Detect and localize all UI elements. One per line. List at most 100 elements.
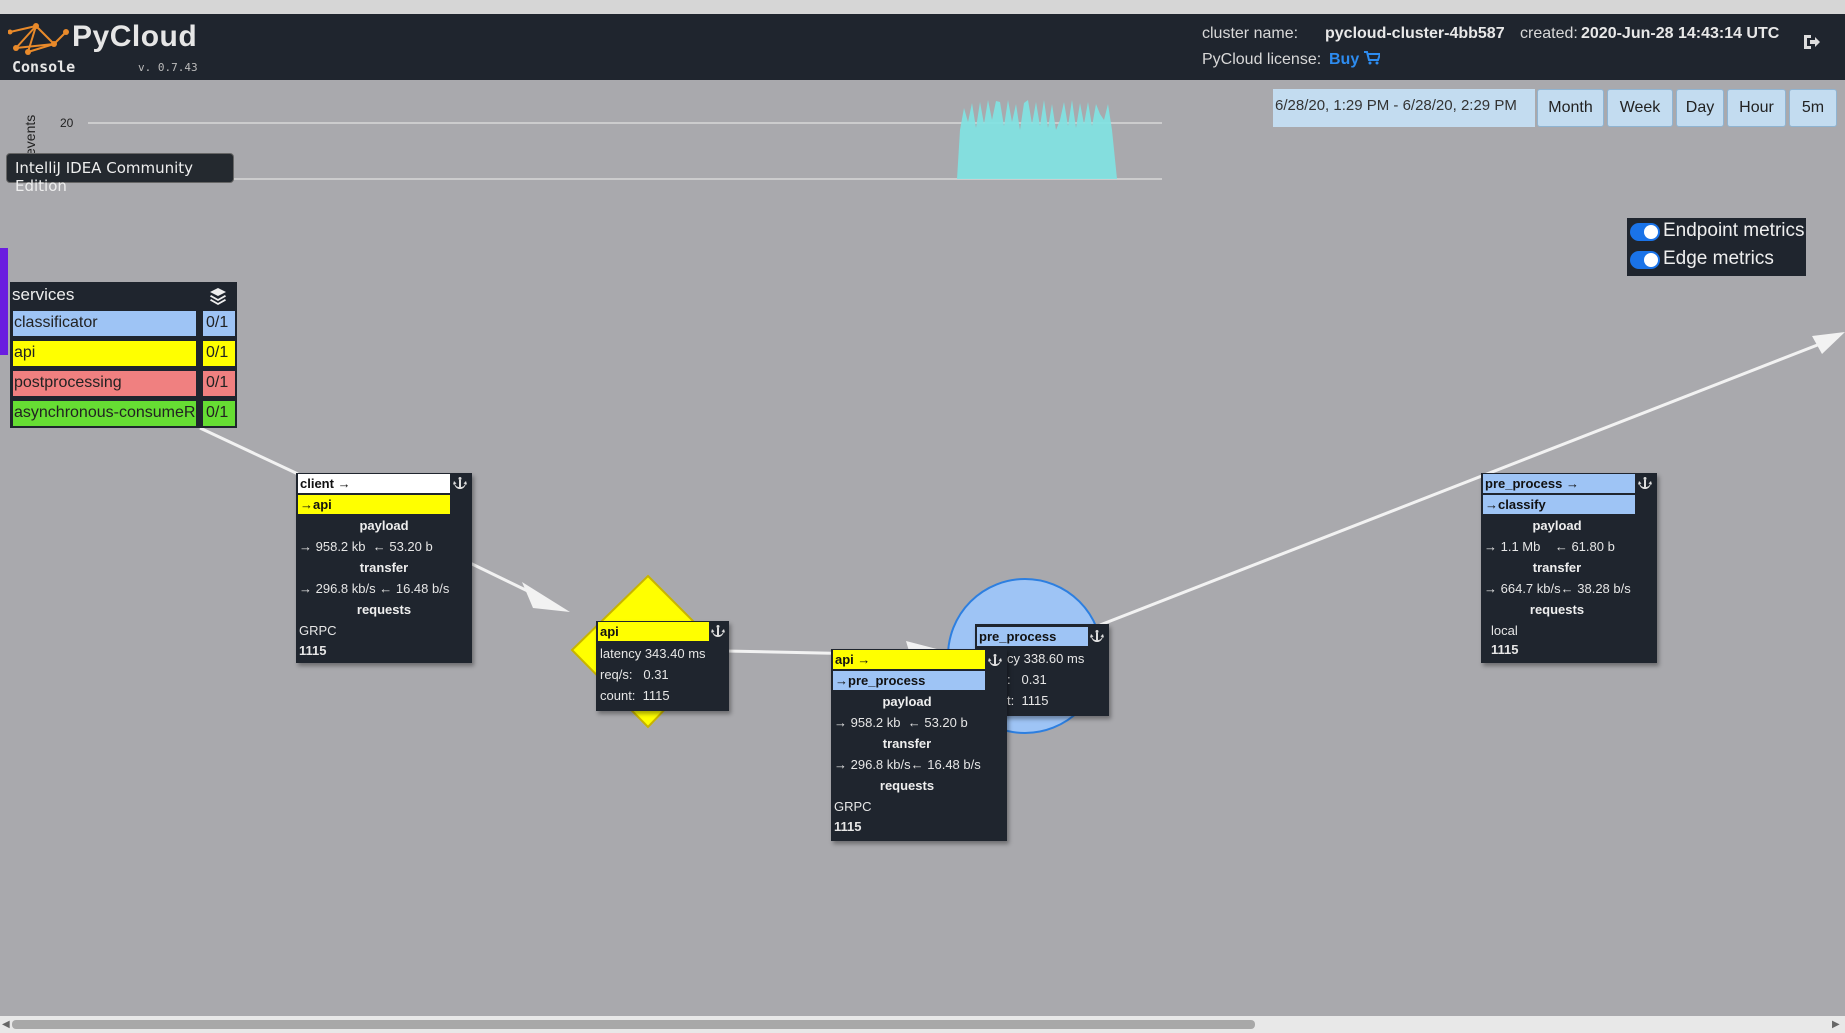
- edge-to-label: →api: [298, 495, 450, 514]
- services-accent-bar: [0, 248, 8, 355]
- edge-line-pre-classify: [1099, 335, 1839, 627]
- edge-from-label: api →: [833, 650, 985, 669]
- protocol-label: GRPC: [834, 799, 872, 814]
- request-count: 1115: [299, 643, 327, 658]
- app-version: v. 0.7.43: [138, 61, 198, 74]
- pycloud-logo-icon: [8, 23, 69, 55]
- service-row-asynchronous-consumer[interactable]: asynchronous-consumeR 0/1: [13, 401, 235, 426]
- reqs-row: : 0.31: [1007, 672, 1047, 687]
- reqs-row: req/s: 0.31: [600, 667, 669, 682]
- protocol-label: GRPC: [299, 623, 337, 638]
- transfer-values: → 296.8 kb/s ← 16.48 b/s: [299, 581, 450, 596]
- edge-from-label: client →: [298, 474, 450, 493]
- request-count: 1115: [834, 819, 862, 834]
- service-count: 0/1: [203, 371, 235, 396]
- horizontal-scrollbar-thumb[interactable]: [12, 1020, 1255, 1029]
- endpoint-metrics-label: Endpoint metrics: [1663, 220, 1805, 241]
- service-row-classificator[interactable]: classificator 0/1: [13, 311, 235, 336]
- requests-heading: requests: [1529, 602, 1585, 617]
- edge-metrics-label: Edge metrics: [1663, 248, 1774, 269]
- service-row-postprocessing[interactable]: postprocessing 0/1: [13, 371, 235, 396]
- service-count: 0/1: [203, 401, 235, 426]
- request-count: 1115: [1491, 642, 1519, 657]
- cart-icon: [1363, 51, 1382, 65]
- transfer-values: → 296.8 kb/s← 16.48 b/s: [834, 757, 981, 772]
- payload-heading: payload: [1532, 518, 1582, 533]
- transfer-heading: transfer: [1532, 560, 1582, 575]
- anchor-icon[interactable]: [452, 475, 468, 491]
- service-count: 0/1: [203, 341, 235, 366]
- payload-heading: payload: [359, 518, 409, 533]
- node-name-label: api: [598, 622, 709, 641]
- payload-values: → 958.2 kb ← 53.20 b: [299, 539, 433, 554]
- count-row: count: 1115: [600, 688, 670, 703]
- service-name: postprocessing: [13, 371, 196, 396]
- edge-to-label: →pre_process: [833, 671, 985, 690]
- anchor-icon[interactable]: [987, 652, 1003, 668]
- requests-heading: requests: [879, 778, 935, 793]
- events-tick-label: 20: [60, 116, 74, 130]
- edge-card-pre-process-classify[interactable]: pre_process → →classify payload → 1.1 Mb…: [1481, 473, 1657, 663]
- service-count: 0/1: [203, 311, 235, 336]
- anchor-icon[interactable]: [710, 623, 726, 639]
- app-header: PyCloud Console v. 0.7.43 cluster name: …: [0, 14, 1845, 80]
- events-timeline-chart[interactable]: [0, 100, 1180, 200]
- service-name: asynchronous-consumeR: [13, 401, 196, 426]
- horizontal-scrollbar[interactable]: ◀ ▶: [0, 1016, 1845, 1033]
- created-label: created:: [1520, 25, 1578, 42]
- edge-line-start: [199, 426, 299, 476]
- service-name: api: [13, 341, 196, 366]
- latency-row: latency 343.40 ms: [600, 646, 706, 661]
- events-axis-label: events: [22, 114, 38, 156]
- edge-card-client-api[interactable]: client → →api payload → 958.2 kb ← 53.20…: [296, 473, 472, 663]
- service-name: classificator: [13, 311, 196, 336]
- cluster-name-value: pycloud-cluster-4bb587: [1325, 25, 1505, 42]
- range-hour-button[interactable]: Hour: [1727, 89, 1786, 127]
- latency-row: cy 338.60 ms: [1007, 651, 1085, 666]
- anchor-icon[interactable]: [1637, 475, 1653, 491]
- app-subtitle: Console: [12, 58, 76, 76]
- time-range-display[interactable]: 6/28/20, 1:29 PM - 6/28/20, 2:29 PM: [1273, 89, 1535, 127]
- payload-values: → 958.2 kb ← 53.20 b: [834, 715, 968, 730]
- events-area: [957, 100, 1117, 179]
- edge-to-label: →classify: [1483, 495, 1635, 514]
- buy-label: Buy: [1329, 51, 1360, 68]
- protocol-label: local: [1491, 623, 1518, 638]
- endpoint-metrics-toggle[interactable]: [1630, 223, 1660, 241]
- range-day-button[interactable]: Day: [1676, 89, 1724, 127]
- created-value: 2020-Jun-28 14:43:14 UTC: [1581, 25, 1780, 42]
- endpoint-metrics-row[interactable]: Endpoint metrics: [1627, 220, 1806, 246]
- payload-heading: payload: [882, 694, 932, 709]
- app-name: PyCloud: [72, 20, 198, 53]
- metrics-toggle-panel: Endpoint metrics Edge metrics: [1627, 218, 1806, 276]
- edge-line-client-api: [469, 561, 541, 599]
- transfer-heading: transfer: [882, 736, 932, 751]
- edge-arrow-client-api: [522, 582, 570, 612]
- service-row-api[interactable]: api 0/1: [13, 341, 235, 366]
- scroll-left-arrow-icon[interactable]: ◀: [2, 1019, 10, 1030]
- logout-icon[interactable]: [1801, 32, 1821, 52]
- transfer-values: → 664.7 kb/s← 38.28 b/s: [1484, 581, 1631, 596]
- payload-values: → 1.1 Mb ← 61.80 b: [1484, 539, 1615, 554]
- buy-link[interactable]: Buy: [1329, 51, 1382, 69]
- services-legend: services classificator 0/1 api 0/1 postp…: [10, 282, 237, 428]
- edge-from-label: pre_process →: [1483, 474, 1635, 493]
- layers-icon[interactable]: [208, 286, 228, 306]
- scroll-right-arrow-icon[interactable]: ▶: [1832, 1019, 1840, 1030]
- edge-metrics-row[interactable]: Edge metrics: [1627, 248, 1806, 274]
- edge-arrow-pre-classify: [1812, 332, 1845, 354]
- transfer-heading: transfer: [359, 560, 409, 575]
- requests-heading: requests: [356, 602, 412, 617]
- services-title: services: [12, 285, 75, 304]
- range-week-button[interactable]: Week: [1607, 89, 1673, 127]
- window-top-strip: [0, 0, 1845, 14]
- edge-card-api-pre-process[interactable]: api → →pre_process payload → 958.2 kb ← …: [831, 649, 1007, 841]
- range-5m-button[interactable]: 5m: [1789, 89, 1837, 127]
- node-name-label: pre_process: [977, 627, 1088, 646]
- range-month-button[interactable]: Month: [1537, 89, 1604, 127]
- node-card-api[interactable]: api latency 343.40 ms req/s: 0.31 count:…: [596, 621, 729, 711]
- anchor-icon[interactable]: [1089, 628, 1105, 644]
- cluster-name-label: cluster name:: [1202, 25, 1299, 42]
- license-label: PyCloud license:: [1202, 51, 1322, 68]
- edge-metrics-toggle[interactable]: [1630, 251, 1660, 269]
